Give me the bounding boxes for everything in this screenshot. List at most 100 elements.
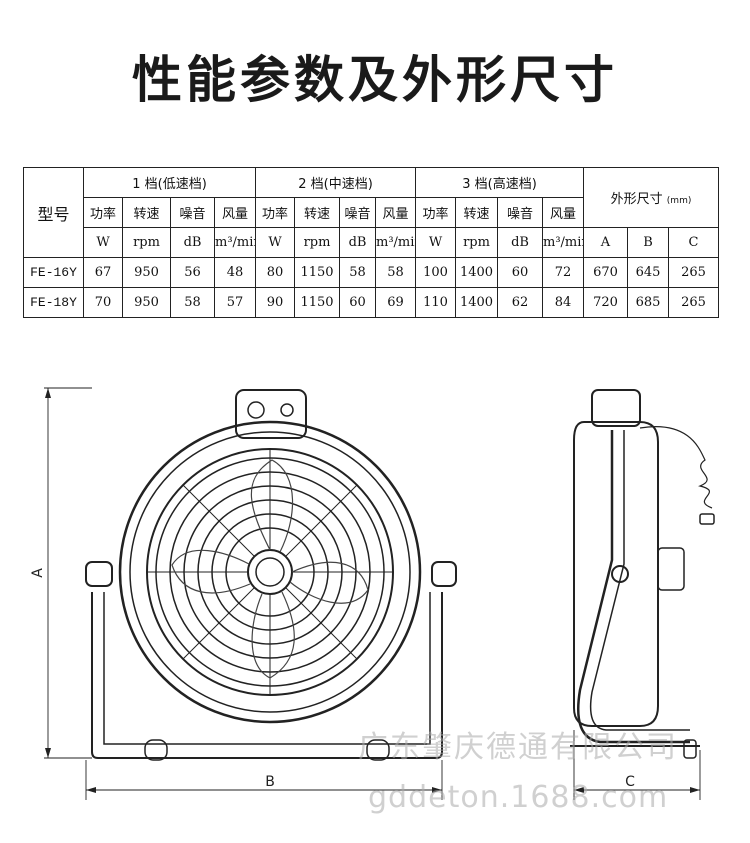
dim-letter-c: C bbox=[667, 227, 720, 258]
param-power-3: 功率 bbox=[415, 197, 456, 228]
unit-flow-3: m³/min bbox=[542, 227, 584, 258]
value-cell: 60 bbox=[497, 257, 543, 288]
value-cell: 950 bbox=[122, 287, 171, 318]
value-cell: 100 bbox=[415, 257, 456, 288]
value-cell: 70 bbox=[83, 287, 123, 318]
dim-cell: 670 bbox=[583, 257, 628, 288]
param-noise-2: 噪音 bbox=[339, 197, 376, 228]
param-power-1: 功率 bbox=[83, 197, 123, 228]
fan-housing-outer bbox=[118, 420, 422, 724]
dimension-label-c: C bbox=[625, 774, 635, 790]
control-switch bbox=[280, 403, 294, 417]
table-row: FE-18Y 70 950 58 57 90 1150 60 69 110 14… bbox=[23, 287, 720, 318]
front-foot-left bbox=[144, 739, 168, 761]
power-plug bbox=[699, 513, 715, 525]
dimension-arrows bbox=[45, 388, 700, 793]
value-cell: 80 bbox=[255, 257, 295, 288]
unit-db-1: dB bbox=[170, 227, 215, 258]
dim-letter-a: A bbox=[583, 227, 628, 258]
knob-left bbox=[85, 561, 113, 587]
unit-flow-1: m³/min bbox=[214, 227, 256, 258]
fan-housing-inner bbox=[129, 431, 411, 713]
unit-db-2: dB bbox=[339, 227, 376, 258]
dimension-header-label: 外形尺寸 bbox=[610, 192, 663, 207]
gear-2-header: 2 档(中速档) bbox=[255, 167, 416, 198]
unit-w-3: W bbox=[415, 227, 456, 258]
value-cell: 1150 bbox=[294, 257, 340, 288]
power-cord bbox=[639, 426, 713, 509]
unit-rpm-1: rpm bbox=[122, 227, 171, 258]
side-foot bbox=[683, 739, 697, 759]
front-stand-frame bbox=[91, 592, 443, 759]
unit-flow-2: m³/min bbox=[375, 227, 416, 258]
value-cell: 48 bbox=[214, 257, 256, 288]
value-cell: 62 bbox=[497, 287, 543, 318]
fan-blades bbox=[171, 459, 369, 679]
value-cell: 57 bbox=[214, 287, 256, 318]
watermark-company: 广东肇庆德通有限公司 bbox=[358, 730, 678, 765]
model-cell: FE-16Y bbox=[23, 257, 84, 288]
value-cell: 58 bbox=[170, 287, 215, 318]
dim-letter-b: B bbox=[627, 227, 669, 258]
value-cell: 58 bbox=[375, 257, 416, 288]
control-box bbox=[235, 389, 307, 439]
unit-rpm-3: rpm bbox=[455, 227, 498, 258]
side-motor bbox=[657, 547, 685, 591]
model-header: 型号 bbox=[23, 167, 84, 258]
fan-hub-outer bbox=[247, 549, 293, 595]
value-cell: 67 bbox=[83, 257, 123, 288]
dim-cell: 645 bbox=[627, 257, 669, 288]
gear-3-header: 3 档(高速档) bbox=[415, 167, 584, 198]
param-airflow-3: 风量 bbox=[542, 197, 584, 228]
value-cell: 58 bbox=[339, 257, 376, 288]
dim-cell: 265 bbox=[667, 257, 720, 288]
value-cell: 1400 bbox=[455, 287, 498, 318]
spec-table: 型号 1 档(低速档) 2 档(中速档) 3 档(高速档) 外形尺寸 (mm) … bbox=[23, 167, 720, 318]
unit-db-3: dB bbox=[497, 227, 543, 258]
dim-cell: 685 bbox=[627, 287, 669, 318]
value-cell: 1400 bbox=[455, 257, 498, 288]
dimension-label-a: A bbox=[30, 568, 46, 578]
watermark-url: gddeton.1688.com bbox=[368, 780, 669, 815]
control-knob bbox=[247, 401, 265, 419]
dim-cell: 265 bbox=[667, 287, 720, 318]
value-cell: 56 bbox=[170, 257, 215, 288]
fan-guard-spokes bbox=[147, 449, 393, 695]
value-cell: 72 bbox=[542, 257, 584, 288]
param-power-2: 功率 bbox=[255, 197, 295, 228]
param-airflow-2: 风量 bbox=[375, 197, 416, 228]
fan-hub-inner bbox=[255, 557, 285, 587]
param-speed-3: 转速 bbox=[455, 197, 498, 228]
param-noise-3: 噪音 bbox=[497, 197, 543, 228]
unit-rpm-2: rpm bbox=[294, 227, 340, 258]
value-cell: 60 bbox=[339, 287, 376, 318]
gear-1-header: 1 档(低速档) bbox=[83, 167, 256, 198]
table-row: FE-16Y 67 950 56 48 80 1150 58 58 100 14… bbox=[23, 257, 720, 288]
param-airflow-1: 风量 bbox=[214, 197, 256, 228]
fan-technical-drawing: A B C bbox=[30, 387, 715, 800]
dimension-unit: (mm) bbox=[666, 196, 692, 206]
side-knob bbox=[611, 565, 629, 583]
value-cell: 90 bbox=[255, 287, 295, 318]
value-cell: 950 bbox=[122, 257, 171, 288]
value-cell: 84 bbox=[542, 287, 584, 318]
model-cell: FE-18Y bbox=[23, 287, 84, 318]
side-housing bbox=[573, 421, 659, 727]
param-noise-1: 噪音 bbox=[170, 197, 215, 228]
unit-w-2: W bbox=[255, 227, 295, 258]
gear-header-row: 型号 1 档(低速档) 2 档(中速档) 3 档(高速档) 外形尺寸 (mm) bbox=[23, 167, 720, 258]
value-cell: 110 bbox=[415, 287, 456, 318]
front-foot-right bbox=[366, 739, 390, 761]
unit-row: W rpm dB m³/min W rpm dB m³/min W rpm dB… bbox=[24, 227, 720, 258]
front-stand-inner bbox=[103, 592, 431, 745]
page-title: 性能参数及外形尺寸 bbox=[132, 51, 618, 109]
unit-w-1: W bbox=[83, 227, 123, 258]
side-control-box bbox=[591, 389, 641, 427]
value-cell: 1150 bbox=[294, 287, 340, 318]
dimension-lines bbox=[44, 387, 701, 800]
value-cell: 69 bbox=[375, 287, 416, 318]
side-stand-inner bbox=[589, 430, 690, 731]
knob-right bbox=[431, 561, 457, 587]
dimension-header: 外形尺寸 (mm) bbox=[582, 167, 720, 228]
dimension-label-b: B bbox=[265, 774, 275, 790]
